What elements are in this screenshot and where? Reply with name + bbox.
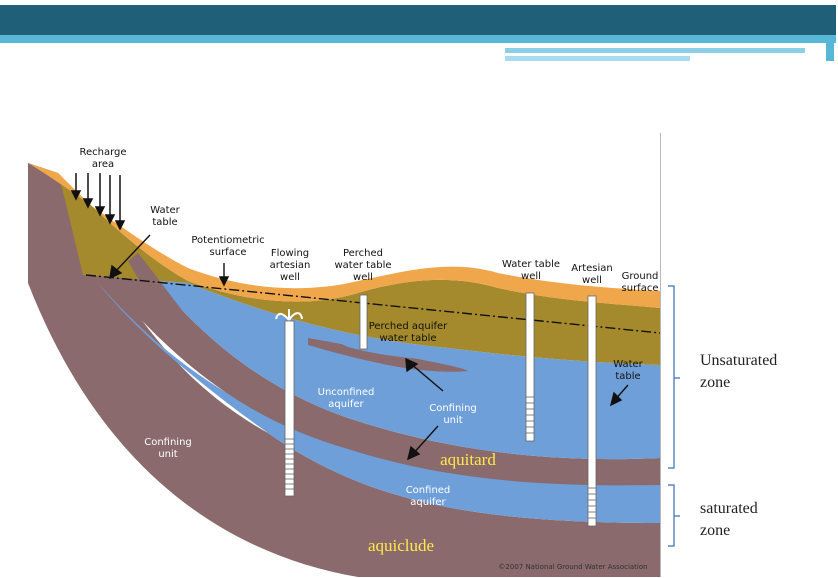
flowing-artesian-well: [275, 309, 303, 497]
saturated-zone-bracket: [668, 484, 680, 547]
aquitard-label: aquitard: [440, 450, 496, 469]
artesian-well: [587, 295, 597, 527]
header-accent-bar-short: [505, 56, 690, 61]
copyright-label: ©2007 National Ground Water Association: [498, 563, 647, 571]
perched-water: [328, 338, 448, 360]
aquiclude-layer: [28, 163, 660, 577]
unsaturated-zone-bracket: [668, 285, 680, 469]
annotation-arrows: [109, 234, 629, 461]
unsaturated-zone-label: Unsaturated zone: [700, 352, 778, 391]
header-dark-bar: [0, 5, 836, 35]
header-accent-tick: [826, 43, 834, 61]
potentiometric-surface-line: [85, 274, 661, 334]
perched-water-table-well: [359, 294, 368, 350]
ground-surface-layer: [28, 163, 660, 308]
recharge-arrows: [70, 173, 126, 231]
confined-aquifer-layer: [98, 283, 660, 523]
confining-unit-diagonal: [128, 253, 328, 425]
header-accent-bar: [505, 48, 805, 53]
unsaturated-soil-layer: [58, 173, 660, 365]
aquiclude-label: aquiclude: [368, 536, 434, 555]
saturated-zone-label: saturated zone: [700, 500, 758, 539]
slide-header-band: [0, 0, 838, 70]
header-light-bar: [0, 35, 836, 43]
water-table-well: [525, 292, 535, 442]
